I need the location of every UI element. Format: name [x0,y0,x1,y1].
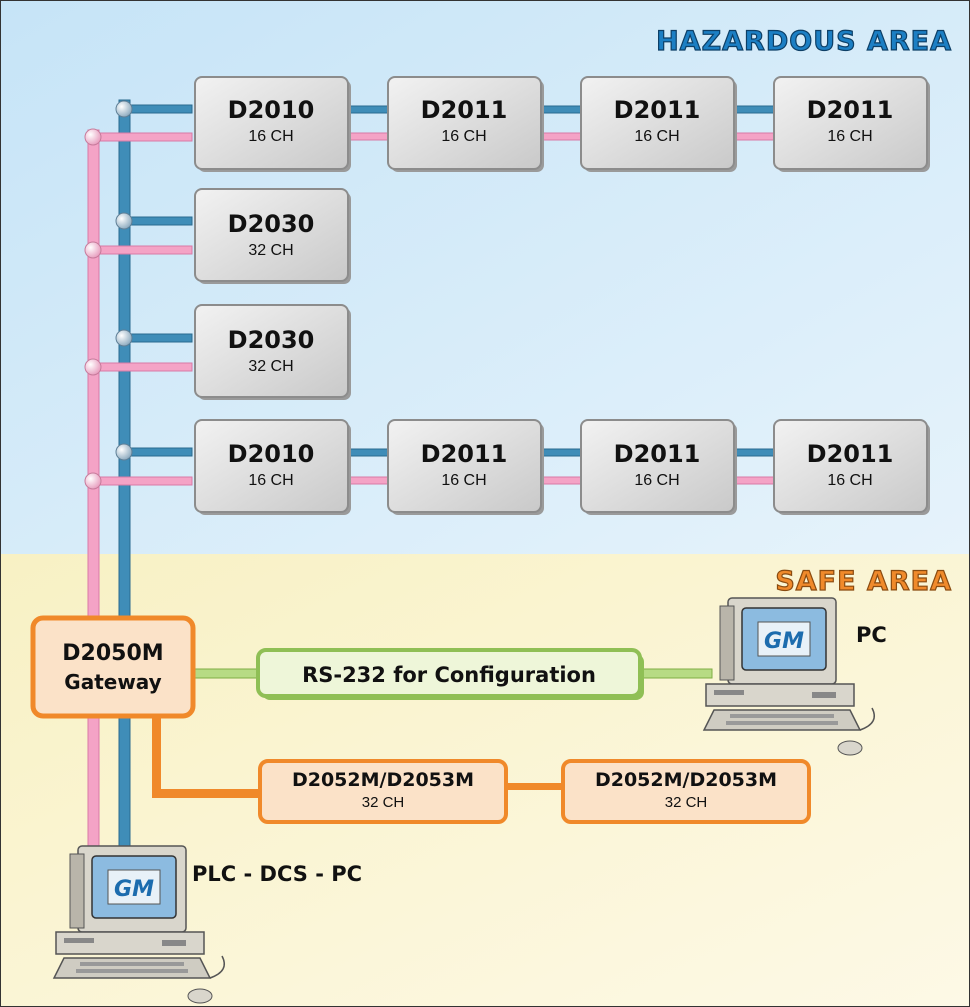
repeater-channels: 32 CH [665,794,708,811]
module-channels: 32 CH [248,242,293,259]
module-box: D2010 16 CH [194,76,351,172]
bus-junctions [84,100,133,490]
safe-area-title: SAFE AREA [775,566,952,597]
rs232-link: RS-232 for Configuration [194,648,713,700]
module-name: D2011 [614,96,701,124]
repeater-box: D2052M/D2053M 32 CH [561,759,811,824]
module-box: D2011 16 CH [387,76,544,172]
repeater-channels: 32 CH [362,794,405,811]
module-channels: 32 CH [248,358,293,375]
module-channels: 16 CH [827,128,872,145]
pc-label: PC [856,623,887,647]
module-channels: 16 CH [634,128,679,145]
module-channels: 16 CH [634,472,679,489]
module-name: D2010 [228,96,315,124]
rs232-label: RS-232 for Configuration [302,663,596,687]
gateway-role: Gateway [64,670,161,694]
gateway-model: D2050M [62,641,163,666]
module-box: D2011 16 CH [580,76,737,172]
module-name: D2011 [807,96,894,124]
module-box: D2011 16 CH [773,76,930,172]
module-box: D2011 16 CH [387,419,544,515]
module-box: D2010 16 CH [194,419,351,515]
module-box: D2030 32 CH [194,188,351,284]
module-name: D2011 [421,96,508,124]
host-logo: GM [114,877,154,902]
module-box: D2011 16 CH [580,419,737,515]
pc-computer-icon: GM [702,597,875,756]
host-computer-icon: GM [52,845,225,1004]
module-box: D2011 16 CH [773,419,930,515]
gateway-box: D2050M Gateway [30,615,196,719]
module-channels: 16 CH [441,128,486,145]
module-name: D2010 [228,440,315,468]
hazardous-modules: D2010 16 CH D2011 16 CH D2011 16 CH D201… [194,76,930,515]
module-name: D2011 [807,440,894,468]
module-name: D2030 [228,210,315,238]
module-name: D2011 [421,440,508,468]
repeater-name: D2052M/D2053M [292,769,474,791]
repeater-box: D2052M/D2053M 32 CH [258,759,508,824]
hazardous-area-title: HAZARDOUS AREA [656,26,952,57]
pc-logo: GM [764,629,804,654]
repeater-name: D2052M/D2053M [595,769,777,791]
module-name: D2030 [228,326,315,354]
module-box: D2030 32 CH [194,304,351,400]
host-label: PLC - DCS - PC [192,862,362,886]
repeater-link [152,710,565,798]
module-channels: 16 CH [827,472,872,489]
module-name: D2011 [614,440,701,468]
module-channels: 16 CH [248,128,293,145]
module-channels: 16 CH [441,472,486,489]
module-channels: 16 CH [248,472,293,489]
